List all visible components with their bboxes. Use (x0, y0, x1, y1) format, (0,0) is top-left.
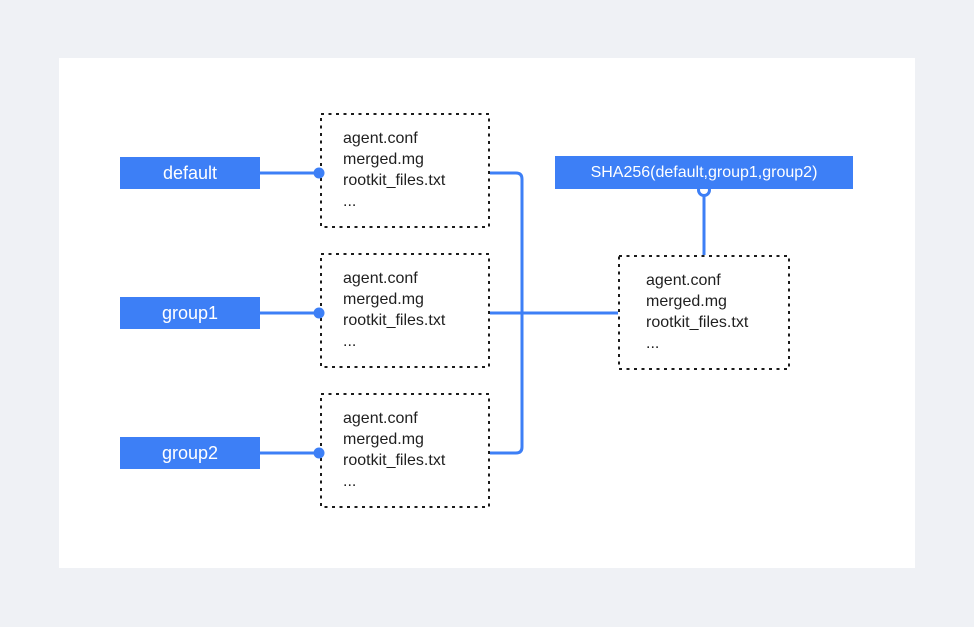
group-label-group1: group1 (120, 297, 260, 329)
files-list-merged: agent.conf merged.mg rootkit_files.txt .… (646, 270, 796, 354)
file-item: agent.conf (343, 270, 418, 287)
group-label-default: default (120, 157, 260, 189)
file-item: merged.mg (343, 291, 424, 308)
connection-dot-group1 (313, 307, 325, 319)
files-list-group1: agent.conf merged.mg rootkit_files.txt .… (343, 268, 493, 352)
files-list-default: agent.conf merged.mg rootkit_files.txt .… (343, 128, 493, 212)
file-item: agent.conf (343, 130, 418, 147)
file-item: ... (343, 473, 357, 490)
connection-dot-group2 (313, 447, 325, 459)
file-item: rootkit_files.txt (343, 172, 446, 189)
file-item: merged.mg (646, 293, 727, 310)
file-item: rootkit_files.txt (343, 452, 446, 469)
files-list-group2: agent.conf merged.mg rootkit_files.txt .… (343, 408, 493, 492)
file-item: agent.conf (646, 272, 721, 289)
group-label-group2: group2 (120, 437, 260, 469)
files-box-merged-border (618, 255, 790, 370)
file-item: merged.mg (343, 431, 424, 448)
file-item: merged.mg (343, 151, 424, 168)
connection-dot-default (313, 167, 325, 179)
hash-label: SHA256(default,group1,group2) (555, 156, 853, 189)
file-item: ... (343, 193, 357, 210)
file-item: rootkit_files.txt (646, 314, 749, 331)
file-item: rootkit_files.txt (343, 312, 446, 329)
file-item: ... (343, 333, 357, 350)
file-item: agent.conf (343, 410, 418, 427)
file-item: ... (646, 335, 660, 352)
